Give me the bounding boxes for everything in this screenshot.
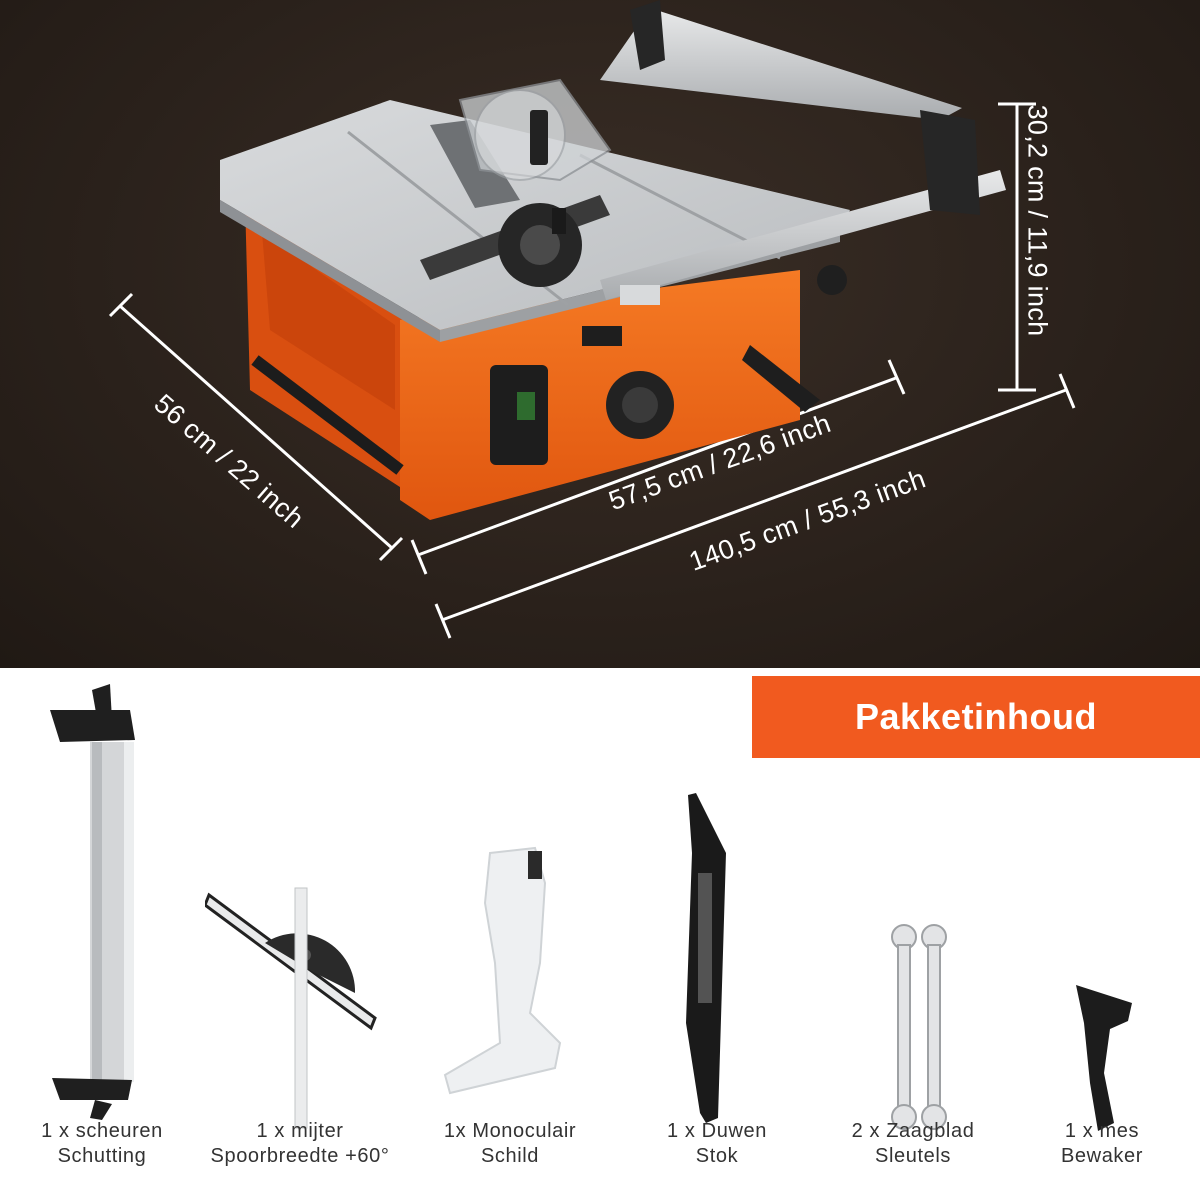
package-item-caption: 1x Monoculair Schild: [443, 1120, 577, 1167]
wrench-icon: [891, 924, 947, 1130]
package-contents-title: Pakketinhoud: [752, 676, 1200, 758]
product-hero: 56 cm / 22 inch 57,5 cm / 22,6 inch 140,…: [0, 0, 1200, 668]
package-contents: Pakketinhoud 1 x sc: [0, 668, 1200, 1188]
saw-base: [245, 200, 820, 520]
package-item-caption: 1 x Duwen Stok: [667, 1120, 767, 1167]
push-stick-icon: [686, 793, 726, 1123]
rip-fence-icon: [50, 684, 135, 1120]
riving-knife-icon: [1076, 985, 1132, 1131]
package-item-caption: 1 x mes Bewaker: [1060, 1120, 1143, 1167]
rip-fence-rails: [600, 0, 1006, 305]
miter-gauge: [420, 195, 610, 287]
package-item-caption: 2 x Zaagblad Sleutels: [851, 1120, 975, 1167]
blade-guard-icon: [443, 846, 562, 1095]
package-item-caption: 1 x scheuren Schutting: [41, 1120, 163, 1167]
package-item-caption: 1 x mijter Spoorbreedte +60°: [210, 1120, 390, 1167]
miter-gauge-icon: [205, 887, 377, 1129]
blade-guard: [458, 78, 612, 182]
table-saw-illustration: [108, 0, 1076, 639]
height-dimension-label: 30,2 cm / 11,9 inch: [1022, 104, 1053, 337]
dimension-lines: [108, 102, 1076, 639]
